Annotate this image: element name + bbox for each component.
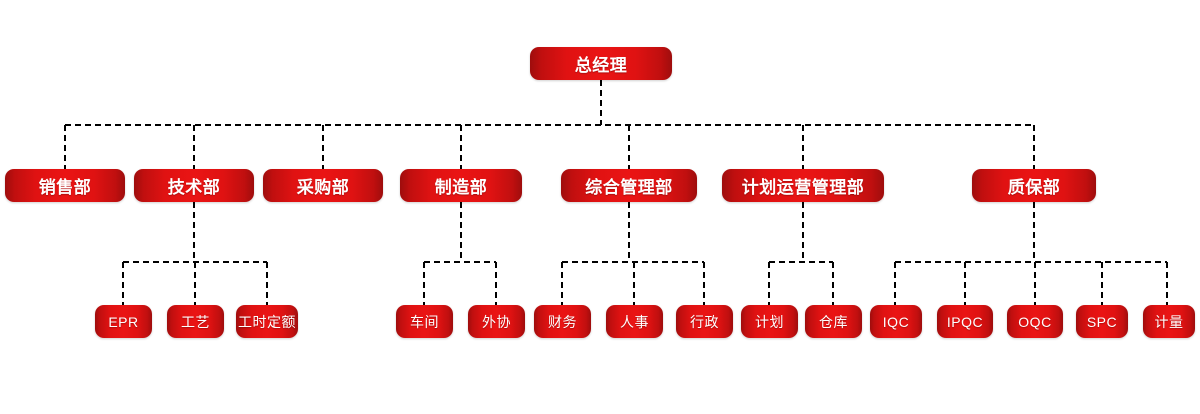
node-unit-ipqc[interactable]: IPQC <box>937 305 993 338</box>
node-root-general-manager[interactable]: 总经理 <box>530 47 672 80</box>
node-department-node[interactable]: 质保部 <box>972 169 1096 202</box>
node-unit-node[interactable]: 仓库 <box>805 305 862 338</box>
node-unit-node-label: 计划 <box>755 313 784 330</box>
node-unit-node[interactable]: 行政 <box>676 305 733 338</box>
node-department-node-label: 质保部 <box>1007 178 1061 197</box>
node-unit-node-label: 工时定额 <box>238 313 296 330</box>
node-unit-node[interactable]: 计量 <box>1143 305 1195 338</box>
node-unit-node-label: 计量 <box>1154 313 1184 330</box>
node-unit-node[interactable]: 车间 <box>396 305 453 338</box>
node-unit-node-label: 工艺 <box>181 313 210 330</box>
node-department-node-label: 销售部 <box>38 178 92 197</box>
node-unit-spc[interactable]: SPC <box>1076 305 1128 338</box>
node-department-node[interactable]: 制造部 <box>400 169 522 202</box>
node-department-node-label: 综合管理部 <box>585 178 673 197</box>
node-unit-iqc[interactable]: IQC <box>870 305 922 338</box>
node-unit-node-label: 车间 <box>410 313 439 330</box>
node-department-node-label: 制造部 <box>434 178 488 197</box>
node-unit-node-label: 行政 <box>690 313 719 330</box>
node-unit-node[interactable]: 外协 <box>468 305 525 338</box>
node-unit-node[interactable]: 工时定额 <box>236 305 298 338</box>
node-department-node[interactable]: 技术部 <box>134 169 254 202</box>
node-department-node-label: 采购部 <box>296 178 350 197</box>
node-unit-node[interactable]: 人事 <box>606 305 663 338</box>
node-unit-node[interactable]: 工艺 <box>167 305 224 338</box>
node-department-node-label: 技术部 <box>167 178 221 197</box>
node-unit-oqc-label: OQC <box>1018 313 1052 330</box>
node-unit-node-label: 仓库 <box>819 313 848 330</box>
node-unit-node[interactable]: 财务 <box>534 305 591 338</box>
node-unit-node-label: 财务 <box>548 313 577 330</box>
node-department-node[interactable]: 计划运营管理部 <box>722 169 884 202</box>
node-root-general-manager-label: 总经理 <box>574 56 628 75</box>
node-unit-node[interactable]: 计划 <box>741 305 798 338</box>
node-department-node-label: 计划运营管理部 <box>741 178 865 197</box>
node-unit-epr-label: EPR <box>108 313 139 330</box>
node-department-node[interactable]: 采购部 <box>263 169 383 202</box>
node-department-node[interactable]: 综合管理部 <box>561 169 697 202</box>
node-department-node[interactable]: 销售部 <box>5 169 125 202</box>
node-unit-spc-label: SPC <box>1086 313 1118 330</box>
node-unit-node-label: 人事 <box>620 313 649 330</box>
node-unit-iqc-label: IQC <box>882 313 910 330</box>
node-unit-epr[interactable]: EPR <box>95 305 152 338</box>
node-unit-node-label: 外协 <box>482 313 511 330</box>
node-unit-oqc[interactable]: OQC <box>1007 305 1063 338</box>
node-unit-ipqc-label: IPQC <box>946 313 984 330</box>
